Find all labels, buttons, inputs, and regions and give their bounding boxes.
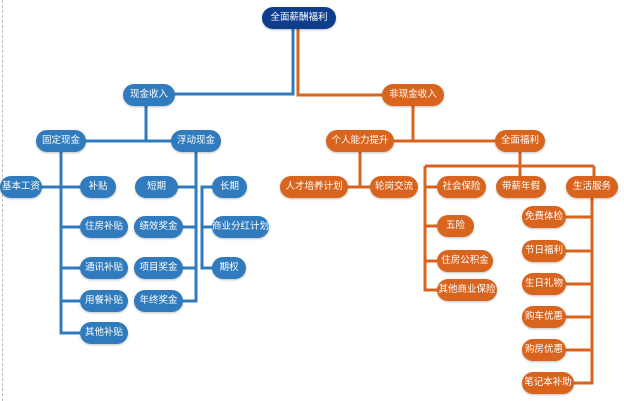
cash-connectors <box>42 29 295 335</box>
node-full-welfare: 全面福利 <box>495 130 545 152</box>
node-talent-program: 人才培养计划 <box>280 176 348 198</box>
node-fixed-cash: 固定现金 <box>36 130 86 152</box>
node-car-discount: 购车优惠 <box>522 306 566 328</box>
node-cash-income: 现金收入 <box>123 84 175 106</box>
node-five-insurances: 五险 <box>437 215 474 237</box>
node-noncash-income: 非现金收入 <box>382 84 444 106</box>
node-stock-options: 期权 <box>212 257 246 279</box>
node-other-allowance: 其他补贴 <box>80 322 128 344</box>
node-base-salary: 基本工资 <box>0 176 42 198</box>
node-short-term: 短期 <box>135 176 178 198</box>
node-house-discount: 购房优惠 <box>522 339 566 361</box>
node-life-services: 生活服务 <box>566 176 618 198</box>
node-housing-fund: 住房公积金 <box>437 250 493 272</box>
node-paid-leave: 带薪年假 <box>496 176 546 198</box>
node-job-rotation: 轮岗交流 <box>370 176 418 198</box>
node-meal-allowance: 用餐补贴 <box>80 290 128 312</box>
node-profit-sharing: 商业分红计划 <box>212 216 269 238</box>
node-floating-cash: 浮动现金 <box>171 130 221 152</box>
node-personal-growth: 个人能力提升 <box>326 130 394 152</box>
node-performance-bonus: 绩效奖金 <box>134 216 183 238</box>
dashed-border <box>2 0 3 401</box>
node-telecom-allowance: 通讯补贴 <box>80 257 128 279</box>
node-allowance: 补贴 <box>80 176 116 198</box>
node-root: 全面薪酬福利 <box>262 7 336 29</box>
node-long-term: 长期 <box>212 176 247 198</box>
node-holiday-benefits: 节日福利 <box>522 240 566 262</box>
noncash-connectors <box>296 29 596 385</box>
node-health-checkup: 免费体检 <box>522 206 566 228</box>
node-year-end-bonus: 年终奖金 <box>134 290 183 312</box>
node-laptop-subsidy: 笔记本补助 <box>522 372 574 394</box>
node-housing-allowance: 住房补贴 <box>80 216 128 238</box>
node-project-bonus: 项目奖金 <box>134 257 183 279</box>
node-commercial-insurance: 其他商业保险 <box>437 279 497 301</box>
node-social-insurance: 社会保险 <box>437 176 486 198</box>
node-birthday-gift: 生日礼物 <box>522 273 566 295</box>
